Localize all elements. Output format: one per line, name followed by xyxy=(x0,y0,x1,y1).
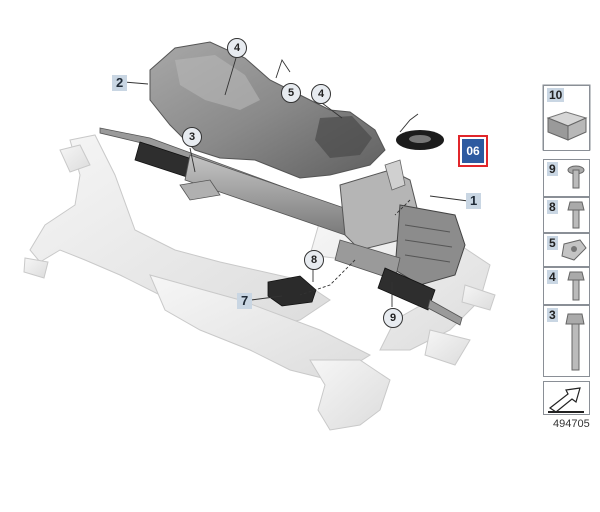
circle-callout-8: 8 xyxy=(304,250,324,270)
side-part-number: 8 xyxy=(547,200,558,214)
side-part-number: 4 xyxy=(547,270,558,284)
flange-screw-icon xyxy=(567,165,585,189)
side-part-number: 10 xyxy=(547,88,565,102)
side-part-8[interactable]: 8 xyxy=(543,197,590,233)
side-part-5[interactable]: 5 xyxy=(543,233,590,267)
side-part-10[interactable]: 10 xyxy=(543,85,590,151)
short-bolt-icon xyxy=(567,271,585,301)
clip-nut-icon xyxy=(561,239,587,261)
hex-bolt-icon xyxy=(567,201,585,229)
circle-callout-9: 9 xyxy=(383,308,403,328)
highlighted-part-label: 06 xyxy=(462,139,484,163)
side-part-number: 5 xyxy=(547,236,558,250)
side-part-number: 9 xyxy=(547,162,558,176)
arrow-icon xyxy=(548,387,584,413)
circle-callout-4-top: 4 xyxy=(227,38,247,58)
highlighted-part-marker[interactable]: 06 xyxy=(458,135,488,167)
nut-box-icon xyxy=(546,111,588,141)
ring-seal xyxy=(396,130,444,150)
side-part-arrow[interactable] xyxy=(543,381,590,415)
circle-callout-5: 5 xyxy=(281,83,301,103)
callout-bushing: 7 xyxy=(237,293,253,309)
circle-callout-4-right: 4 xyxy=(311,84,331,104)
callout-rack: 1 xyxy=(466,193,482,209)
heat-shield xyxy=(149,41,386,179)
circle-callout-3: 3 xyxy=(182,127,202,147)
steering-rack xyxy=(99,127,466,326)
side-part-4[interactable]: 4 xyxy=(543,267,590,305)
callout-1-bracket: 2 xyxy=(112,75,128,91)
side-part-number: 3 xyxy=(547,308,558,322)
side-part-3[interactable]: 3 xyxy=(543,305,590,377)
side-part-9[interactable]: 9 xyxy=(543,159,590,197)
reference-code: 494705 xyxy=(553,418,590,430)
leader-lines xyxy=(123,57,469,307)
long-bolt-icon xyxy=(565,313,585,371)
